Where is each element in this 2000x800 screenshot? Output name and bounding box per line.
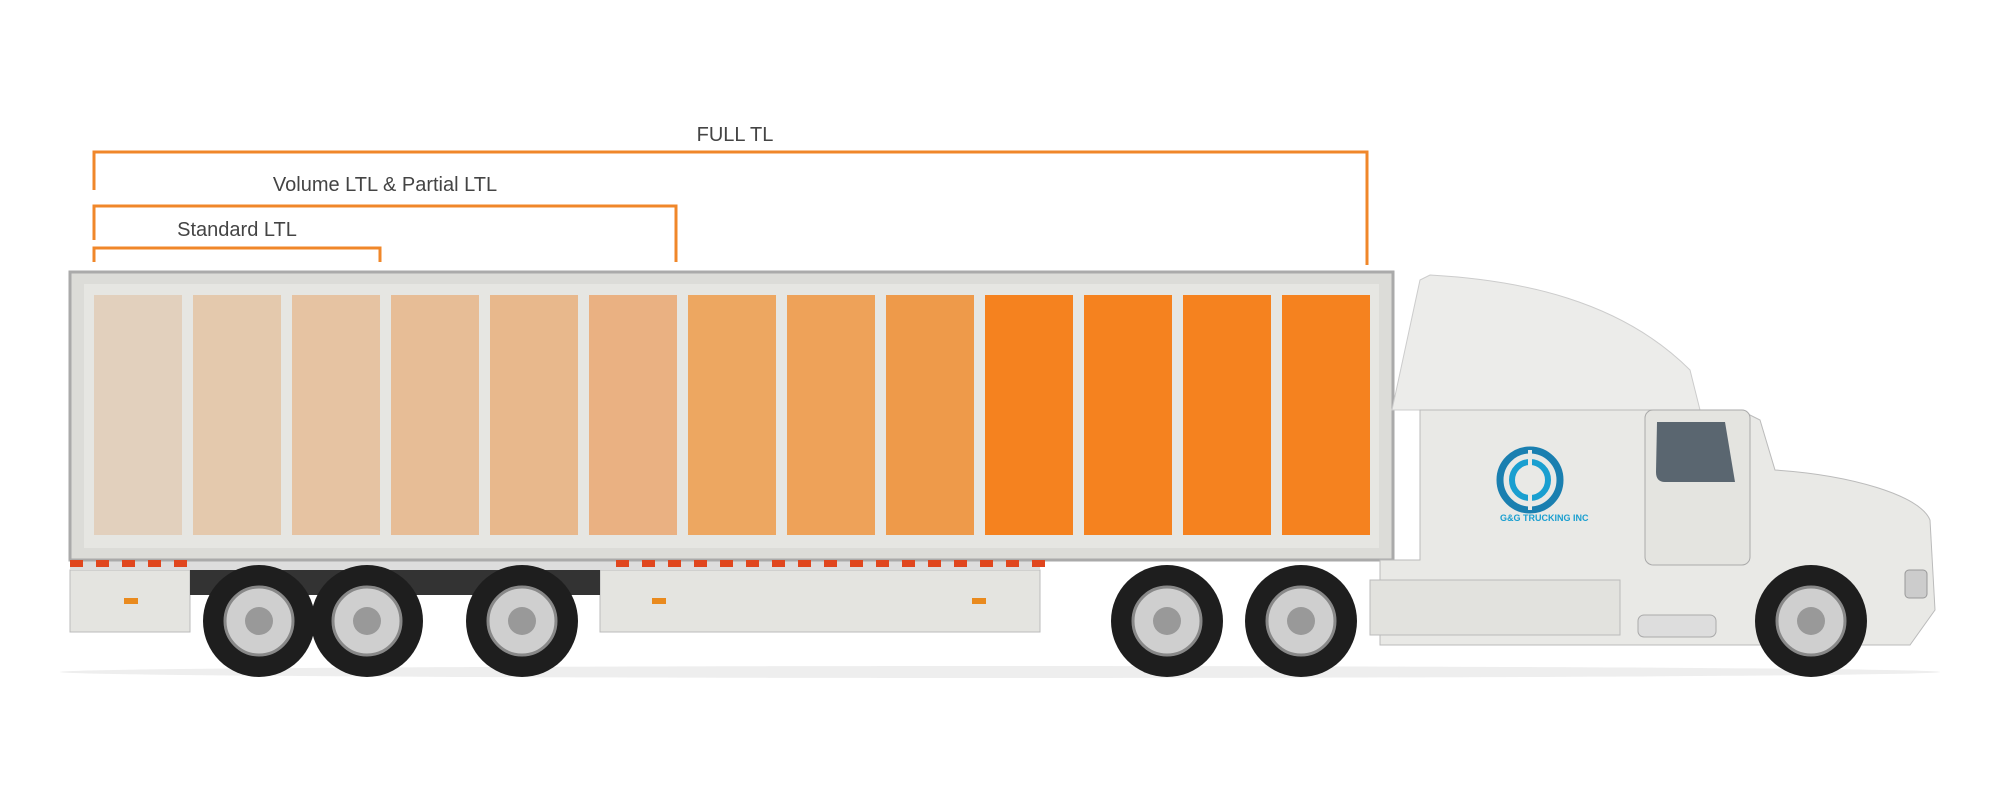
wheel — [311, 565, 423, 677]
stripe-segment — [1032, 560, 1045, 567]
wheel — [466, 565, 578, 677]
volume-ltl-label: Volume LTL & Partial LTL — [272, 174, 498, 196]
cargo-panel — [688, 295, 776, 535]
headlight — [1904, 569, 1928, 599]
stripe-segment — [746, 560, 759, 567]
stripe-segment — [980, 560, 993, 567]
wheel — [1755, 565, 1867, 677]
cargo-panel — [391, 295, 479, 535]
stripe-segment — [798, 560, 811, 567]
wheels — [203, 565, 1867, 677]
stripe-segment — [954, 560, 967, 567]
stripe-segment — [720, 560, 733, 567]
stripe-segment — [642, 560, 655, 567]
stripe-segment — [122, 560, 135, 567]
stripe-segment — [772, 560, 785, 567]
volume-ltl-bracket — [92, 204, 678, 262]
stripe-segment — [148, 560, 161, 567]
cargo-panel — [589, 295, 677, 535]
stripe-segment — [824, 560, 837, 567]
stripe-segment — [174, 560, 187, 567]
stripe-segment — [694, 560, 707, 567]
cargo-panel — [985, 295, 1073, 535]
cargo-panel — [1282, 295, 1370, 535]
standard-ltl-bracket — [92, 246, 382, 262]
stripe-segment — [668, 560, 681, 567]
stripe-segment — [902, 560, 915, 567]
cargo-panel — [1183, 295, 1271, 535]
cargo-panel — [1084, 295, 1172, 535]
full-tl-label: FULL TL — [696, 124, 774, 146]
cargo-panel — [94, 295, 182, 535]
reflective-stripe — [70, 560, 1045, 567]
cargo-panel — [886, 295, 974, 535]
stripe-segment — [96, 560, 109, 567]
wheel — [1245, 565, 1357, 677]
wheel — [203, 565, 315, 677]
stripe-segment — [928, 560, 941, 567]
stripe-segment — [1006, 560, 1019, 567]
logo-text: G&G TRUCKING INC — [1500, 513, 1589, 523]
full-tl-bracket — [92, 150, 1369, 265]
cargo-panels — [94, 295, 1370, 535]
standard-ltl-label: Standard LTL — [177, 219, 297, 241]
stripe-segment — [70, 560, 83, 567]
stripe-segment — [876, 560, 889, 567]
cargo-panel — [292, 295, 380, 535]
logo-icon — [1496, 446, 1564, 514]
cargo-panel — [193, 295, 281, 535]
stripe-segment — [850, 560, 863, 567]
cargo-panel — [490, 295, 578, 535]
wheel — [1111, 565, 1223, 677]
cab-window — [1656, 422, 1735, 482]
cargo-panel — [787, 295, 875, 535]
stripe-segment — [616, 560, 629, 567]
brackets — [92, 150, 1369, 265]
